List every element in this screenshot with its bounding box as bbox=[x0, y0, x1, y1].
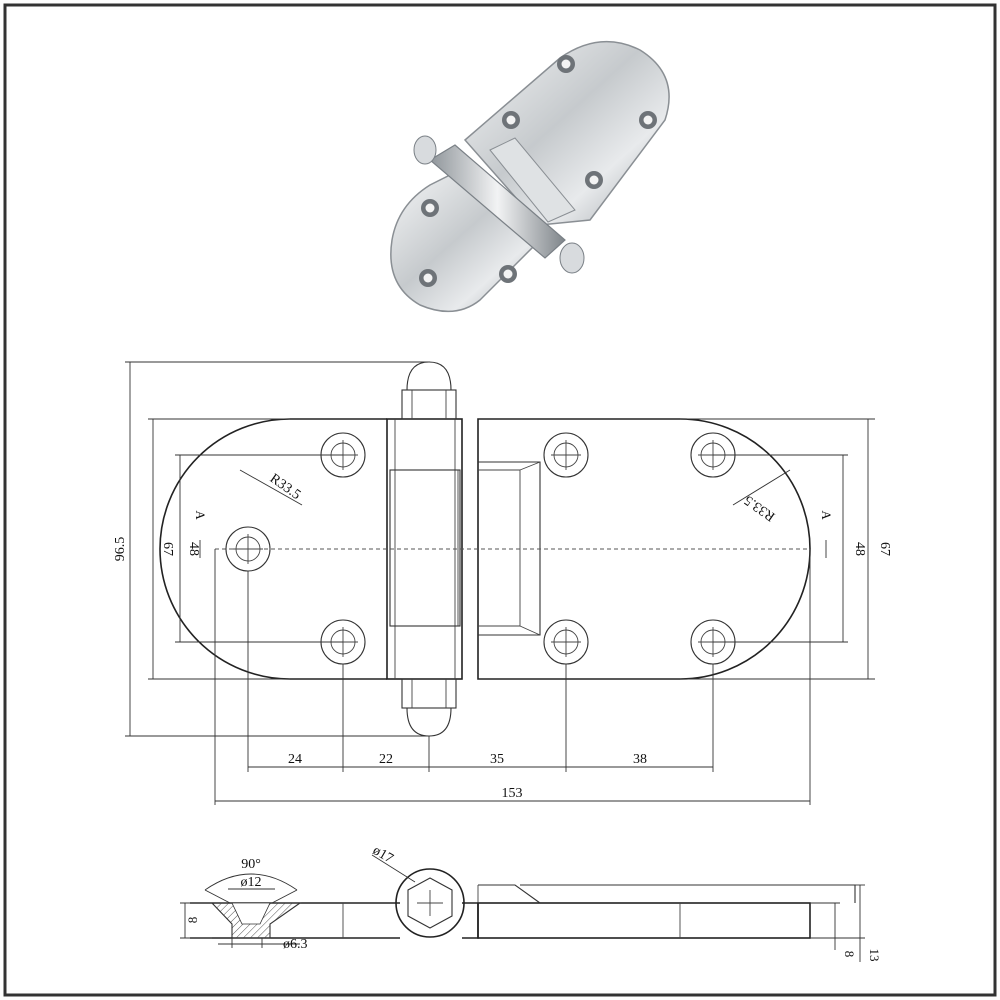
side-view bbox=[180, 854, 865, 962]
left-plate-outline bbox=[159, 418, 387, 680]
dim-total-height: 96.5 bbox=[113, 537, 128, 562]
dim-hole-spacing-right: 48 bbox=[852, 542, 867, 556]
page-frame bbox=[3, 3, 997, 997]
dim-seg-4: 38 bbox=[633, 752, 647, 767]
dim-radius-right: R33.5 bbox=[742, 492, 778, 524]
dim-countersink-dia: ø12 bbox=[241, 875, 262, 890]
dim-hole-spacing-left: 48 bbox=[186, 542, 201, 556]
plan-view bbox=[125, 361, 875, 805]
dim-radius-left: R33.5 bbox=[267, 471, 303, 503]
bottom-cap-nut bbox=[406, 707, 452, 737]
dim-seg-3: 35 bbox=[490, 752, 504, 767]
dim-angle: 90° bbox=[241, 857, 261, 872]
section-marker-left: A bbox=[193, 510, 208, 520]
dim-seg-1: 24 bbox=[288, 752, 302, 767]
dim-seg-2: 22 bbox=[379, 752, 393, 767]
hinge-photo-icon bbox=[390, 40, 670, 313]
dim-hole-dia: ø6.3 bbox=[283, 937, 308, 952]
dim-total-length: 153 bbox=[502, 786, 523, 801]
dim-total-thickness: 13 bbox=[867, 949, 882, 962]
dim-thickness-left: 8 bbox=[185, 917, 200, 924]
bottom-nut bbox=[401, 678, 457, 709]
dim-plate-height-right: 67 bbox=[877, 542, 892, 556]
dim-thickness-right: 8 bbox=[842, 951, 857, 958]
knuckle-section bbox=[395, 868, 465, 938]
dim-knuckle-dia: ø17 bbox=[370, 843, 396, 866]
dim-plate-height-left: 67 bbox=[160, 542, 175, 556]
section-marker-right: A bbox=[819, 510, 834, 520]
top-cap-nut bbox=[406, 361, 452, 391]
top-nut bbox=[401, 389, 457, 420]
